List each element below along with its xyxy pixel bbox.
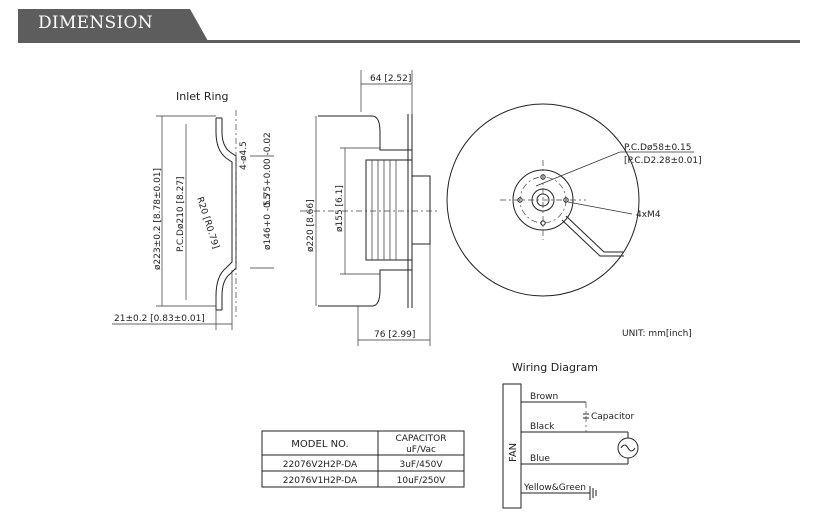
wire-label-ground: Yellow&Green [523,483,586,493]
table-header-unit: uF/Vac [406,445,436,455]
wiring-title: Wiring Diagram [512,361,598,374]
dim-146: ø146+0 -0.5 [263,194,273,250]
table-row-model: 22076V1H2P-DA [283,476,358,486]
motor-rotor [365,159,413,261]
table-header-capacitor: CAPACITOR [395,434,446,444]
mount-hole-2 [563,197,569,203]
dim-pcd-58: P.C.Dø58±0.15 [624,143,692,153]
impeller-bottom-profile [318,269,412,307]
wire-label-black: Black [530,422,555,432]
dim-holes: 4-ø4.5 [239,141,249,170]
inlet-ring-profile-inner [221,118,237,310]
dim-radius: R20 [R0.79] [194,196,220,250]
dim-575: 5.75+0.00 -0.02 [263,132,273,206]
dim-220: ø220 [8.66] [306,199,316,252]
impeller-outline [446,103,640,297]
leader-pcd [535,151,621,187]
section-tab [18,9,208,41]
inlet-ring-profile [215,118,233,310]
rotor-fins [371,160,397,260]
section-title: DIMENSION [38,13,153,33]
table-header-model: MODEL NO. [291,439,348,450]
dim-76: 76 [2.99] [374,330,415,340]
motor-hub [411,175,431,245]
inlet-ring-label: Inlet Ring [176,90,229,103]
unit-label: UNIT: mm[inch] [622,329,692,339]
fan-front-view: P.C.Dø58±0.15 [P.C.D2.28±0.01] 4xM4 UNIT… [446,103,702,339]
dim-screws: 4xM4 [636,210,661,220]
dim-64: 64 [2.52] [370,74,411,84]
table-row-model: 22076V2H2P-DA [283,460,358,470]
wire-label-brown: Brown [530,392,558,402]
header-rule [18,40,800,43]
cable [565,215,624,253]
ac-sine [620,444,636,452]
fan-block [502,383,522,509]
wire-label-blue: Blue [530,454,550,464]
dim-21: 21±0.2 [0.83±0.01] [114,314,205,324]
fan-block-label: FAN [508,443,519,462]
leader-screws [567,201,633,215]
table-row-capacitor: 3uF/450V [400,460,444,470]
dim-155: ø155 [6.1] [335,185,345,232]
dim-223: ø223±0.2 [8.78±0.01] [153,168,163,270]
table-row-capacitor: 10uF/250V [397,476,447,486]
inlet-ring-view: Inlet Ring ø223±0.2 [8.78±0.01] P.C.Dø21… [112,90,274,330]
section-header: DIMENSION [0,0,815,46]
dim-210: P.C.Dø210 [8.27] [176,176,186,252]
fan-side-view: 64 [2.52] ø220 [8.66] ø155 [6.1] 76 [2.9… [300,70,440,346]
table-border [261,430,465,488]
dim-pcd-228: [P.C.D2.28±0.01] [624,156,702,166]
impeller-top-profile [318,115,412,151]
capacitor-label: Capacitor [591,412,635,422]
cable-inner [561,219,624,257]
model-table: MODEL NO. CAPACITOR uF/Vac 22076V2H2P-DA… [261,430,465,488]
wiring-diagram: Wiring Diagram FAN Brown Black Blue Yell… [502,361,639,509]
